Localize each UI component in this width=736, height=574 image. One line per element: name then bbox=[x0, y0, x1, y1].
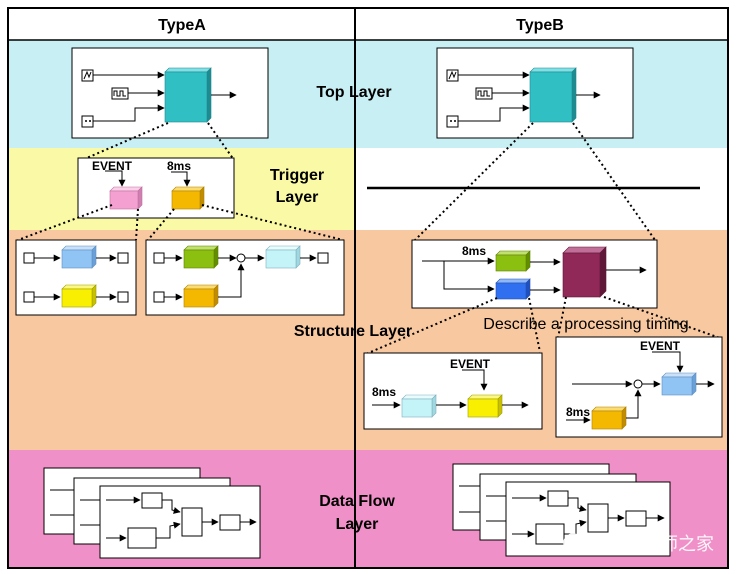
signal-source-icon bbox=[446, 69, 459, 82]
structure-typea-event-panel bbox=[15, 239, 137, 316]
structure-typeb-main-panel: 8ms bbox=[411, 239, 658, 309]
process-block bbox=[591, 406, 627, 430]
top-layer-typea-component-block bbox=[164, 67, 212, 123]
dataflow-block bbox=[141, 492, 163, 509]
process-block bbox=[265, 245, 301, 269]
process-block bbox=[61, 284, 97, 308]
process-block bbox=[467, 394, 503, 418]
diagram-frame bbox=[7, 7, 729, 569]
period-label: 8ms bbox=[372, 385, 396, 399]
column-header-typeb: TypeB bbox=[516, 17, 564, 34]
pulse-source-icon bbox=[475, 87, 493, 100]
event-task-block bbox=[109, 186, 143, 210]
zoom-line bbox=[135, 208, 139, 241]
dataflow-block bbox=[625, 510, 647, 527]
top-layer-typeb-panel bbox=[436, 47, 634, 139]
trigger-layer-label-line1: Trigger bbox=[270, 167, 324, 184]
constant-source-icon bbox=[446, 115, 459, 128]
constant-source-icon bbox=[81, 115, 94, 128]
period-label: 8ms bbox=[566, 405, 590, 419]
dataflow-block bbox=[181, 507, 203, 537]
zoom-line bbox=[603, 296, 721, 339]
merge-junction bbox=[236, 253, 246, 263]
column-header-typea: TypeA bbox=[158, 17, 206, 34]
process-block bbox=[61, 245, 97, 269]
process-block bbox=[183, 245, 219, 269]
processing-timing-annotation: Describe a processing timing bbox=[483, 316, 688, 333]
top-layer-typeb-component-block bbox=[529, 67, 577, 123]
structure-typeb-sub-panel-periodic: EVENT 8ms bbox=[555, 336, 723, 438]
zoom-line bbox=[147, 208, 175, 241]
dataflow-block bbox=[547, 490, 569, 507]
dataflow-block bbox=[587, 503, 609, 533]
structure-layer-label: Structure Layer bbox=[294, 323, 412, 340]
watermark-text: 汽车工程师之家 bbox=[588, 534, 714, 555]
signal-source-icon bbox=[81, 69, 94, 82]
pulse-source-icon bbox=[111, 87, 129, 100]
dataflow-block bbox=[219, 514, 241, 531]
top-layer-label: Top Layer bbox=[316, 84, 391, 101]
process-block bbox=[495, 250, 531, 272]
event-trigger-label: EVENT bbox=[92, 159, 133, 173]
structure-typeb-sub-panel-event: EVENT 8ms bbox=[363, 352, 543, 430]
zoom-line bbox=[365, 297, 498, 355]
chat-bubble-icon bbox=[563, 533, 583, 553]
process-block bbox=[183, 284, 219, 308]
dataflow-block bbox=[535, 523, 565, 545]
periodic-task-block bbox=[171, 186, 205, 210]
dataflow-block bbox=[127, 527, 157, 549]
dataflow-typea-stack bbox=[43, 467, 261, 559]
dataflow-layer-label-line2: Layer bbox=[336, 516, 379, 533]
dataflow-layer-label-line1: Data Flow bbox=[319, 493, 395, 510]
process-block bbox=[661, 372, 697, 396]
zoom-line bbox=[528, 297, 541, 353]
zoom-line bbox=[81, 122, 169, 161]
top-layer-typea-panel bbox=[71, 47, 269, 139]
event-label: EVENT bbox=[450, 357, 491, 371]
dataflow-typeb-stack bbox=[452, 463, 671, 557]
zoom-line bbox=[572, 122, 656, 241]
header-band bbox=[8, 8, 728, 40]
period-label: 8ms bbox=[462, 244, 486, 258]
process-block bbox=[495, 278, 531, 300]
trigger-layer-label-line2: Layer bbox=[276, 189, 319, 206]
event-label: EVENT bbox=[640, 339, 681, 353]
watermark: 汽车工程师之家 bbox=[563, 533, 714, 555]
process-block bbox=[401, 394, 437, 418]
merge-junction bbox=[633, 379, 643, 389]
composite-task-block bbox=[562, 246, 607, 298]
zoom-line bbox=[201, 204, 344, 241]
trigger-layer-typea-panel: EVENT 8ms bbox=[77, 157, 235, 219]
zoom-line bbox=[17, 204, 113, 241]
period-trigger-label: 8ms bbox=[167, 159, 191, 173]
structure-typea-periodic-panel bbox=[145, 239, 345, 316]
zoom-line bbox=[557, 296, 567, 339]
